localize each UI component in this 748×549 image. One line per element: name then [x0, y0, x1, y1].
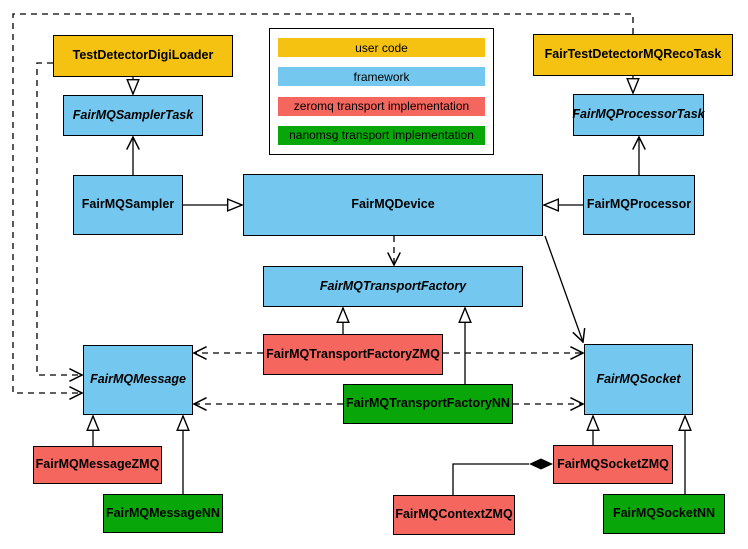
node-fairmqsampler: FairMQSampler	[73, 175, 183, 235]
node-fairmqtransportfactorynn: FairMQTransportFactoryNN	[343, 384, 513, 424]
node-fairmqprocessor: FairMQProcessor	[583, 175, 695, 235]
node-fairmqtransportfactory: FairMQTransportFactory	[263, 266, 523, 307]
node-fairmqmessage: FairMQMessage	[83, 345, 193, 415]
legend-item-zeromq: zeromq transport implementation	[278, 96, 485, 116]
legend-item-nanomsg: nanomsg transport implementation	[278, 125, 485, 145]
node-fairmqsocket: FairMQSocket	[584, 344, 693, 415]
node-fairmqmessagenn: FairMQMessageNN	[103, 494, 223, 533]
composition-diamond-icon	[529, 458, 553, 470]
node-fairmqtransportfactoryzmq: FairMQTransportFactoryZMQ	[263, 334, 443, 375]
node-fairtestdetectormqrecotask: FairTestDetectorMQRecoTask	[533, 34, 733, 76]
node-fairmqmessagezmq: FairMQMessageZMQ	[33, 446, 162, 484]
edge-recotask-to-message	[12, 13, 634, 393]
node-fairmqsamplertask: FairMQSamplerTask	[63, 95, 203, 136]
edge-contextzmq-to-socketzmq	[452, 463, 529, 495]
node-fairmqdevice: FairMQDevice	[243, 174, 543, 236]
node-fairmqcontextzmq: FairMQContextZMQ	[393, 495, 515, 535]
node-testdetectordigiloader: TestDetectorDigiLoader	[53, 35, 233, 77]
node-fairmqsocketzmq: FairMQSocketZMQ	[553, 445, 673, 484]
node-fairmqprocessortask: FairMQProcessorTask	[572, 94, 705, 136]
legend-item-framework: framework	[278, 67, 485, 87]
legend-item-user-code: user code	[278, 38, 485, 57]
edge-device-to-socket	[544, 235, 583, 342]
legend: user code framework zeromq transport imp…	[269, 28, 494, 155]
node-fairmqsocketnn: FairMQSocketNN	[603, 494, 725, 534]
